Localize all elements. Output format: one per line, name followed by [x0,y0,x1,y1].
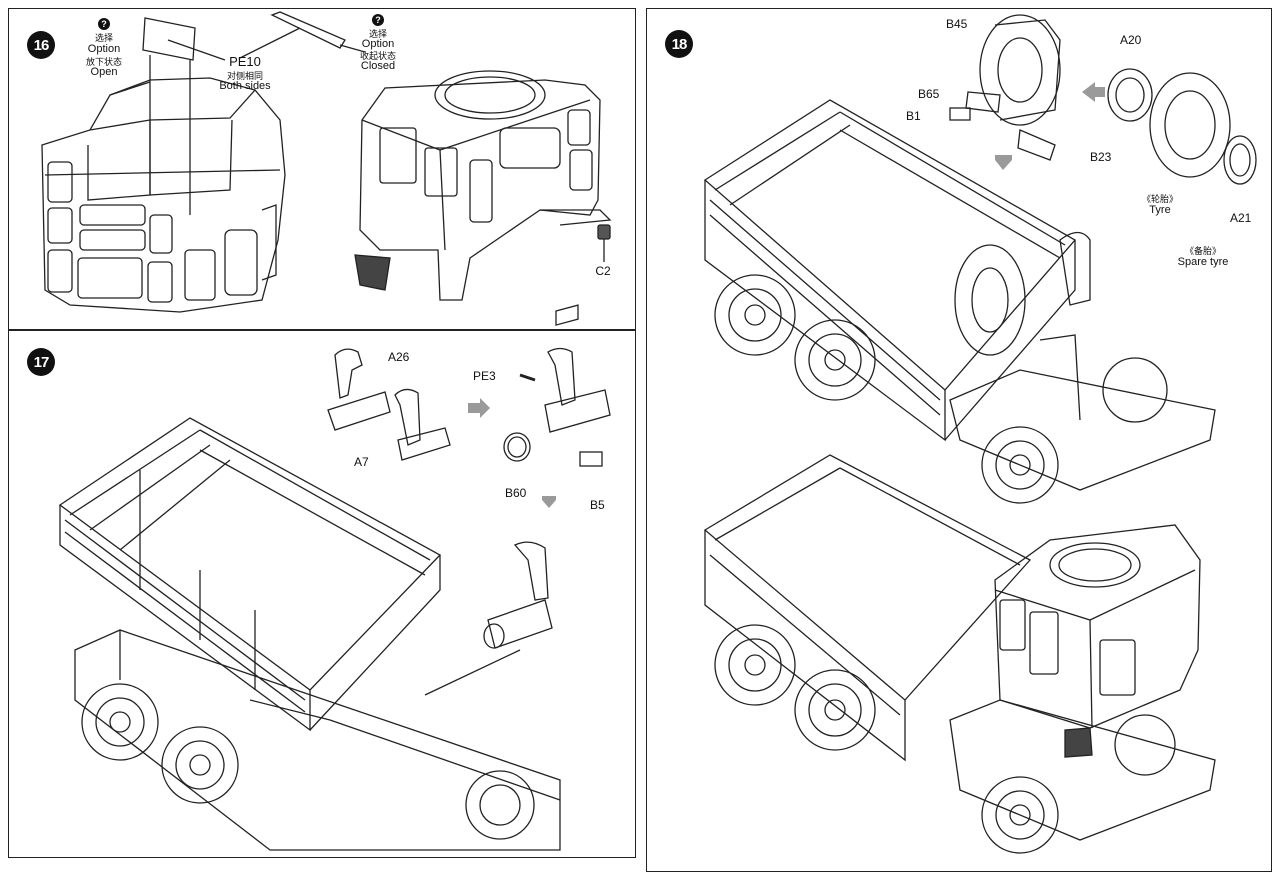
step-18-panel [646,8,1272,872]
label-b1: B1 [906,109,921,123]
label-option-closed-cn: 选择 [368,29,388,39]
label-b65: B65 [918,87,940,101]
option-open-question-icon: ? [98,18,110,30]
label-a7: A7 [354,455,369,469]
label-pe3: PE3 [473,369,496,383]
label-pe10: PE10 [229,54,261,69]
label-a26: A26 [388,350,410,364]
step-16-badge: 16 [27,31,55,59]
label-spare-tyre-cn: 《备胎》 [1184,246,1222,256]
label-b5: B5 [590,498,605,512]
label-option-closed: Option [361,38,395,50]
step-18-badge: 18 [665,30,693,58]
label-b23: B23 [1090,150,1112,164]
label-option-open-cn: 选择 [94,33,114,43]
label-a20: A20 [1120,33,1142,47]
label-pe10-cn: 对侧相同 [226,71,264,81]
label-b60: B60 [505,486,527,500]
label-tyre-cn: 《轮胎》 [1141,194,1179,204]
label-b45: B45 [946,17,968,31]
label-option-open: Option [87,43,121,55]
label-option-open-cn2: 放下状态 [85,57,123,67]
option-closed-question-icon: ? [372,14,384,26]
label-tyre: Tyre [1149,204,1171,216]
label-c2: C2 [595,264,611,278]
label-open: Open [90,66,118,78]
label-a21: A21 [1230,211,1252,225]
label-option-closed-cn2: 收起状态 [359,51,397,61]
label-closed: Closed [360,60,396,72]
step-17-badge: 17 [27,348,55,376]
label-both-sides: Both sides [219,80,271,92]
label-spare-tyre: Spare tyre [1177,256,1229,268]
step-16-panel [8,8,636,330]
